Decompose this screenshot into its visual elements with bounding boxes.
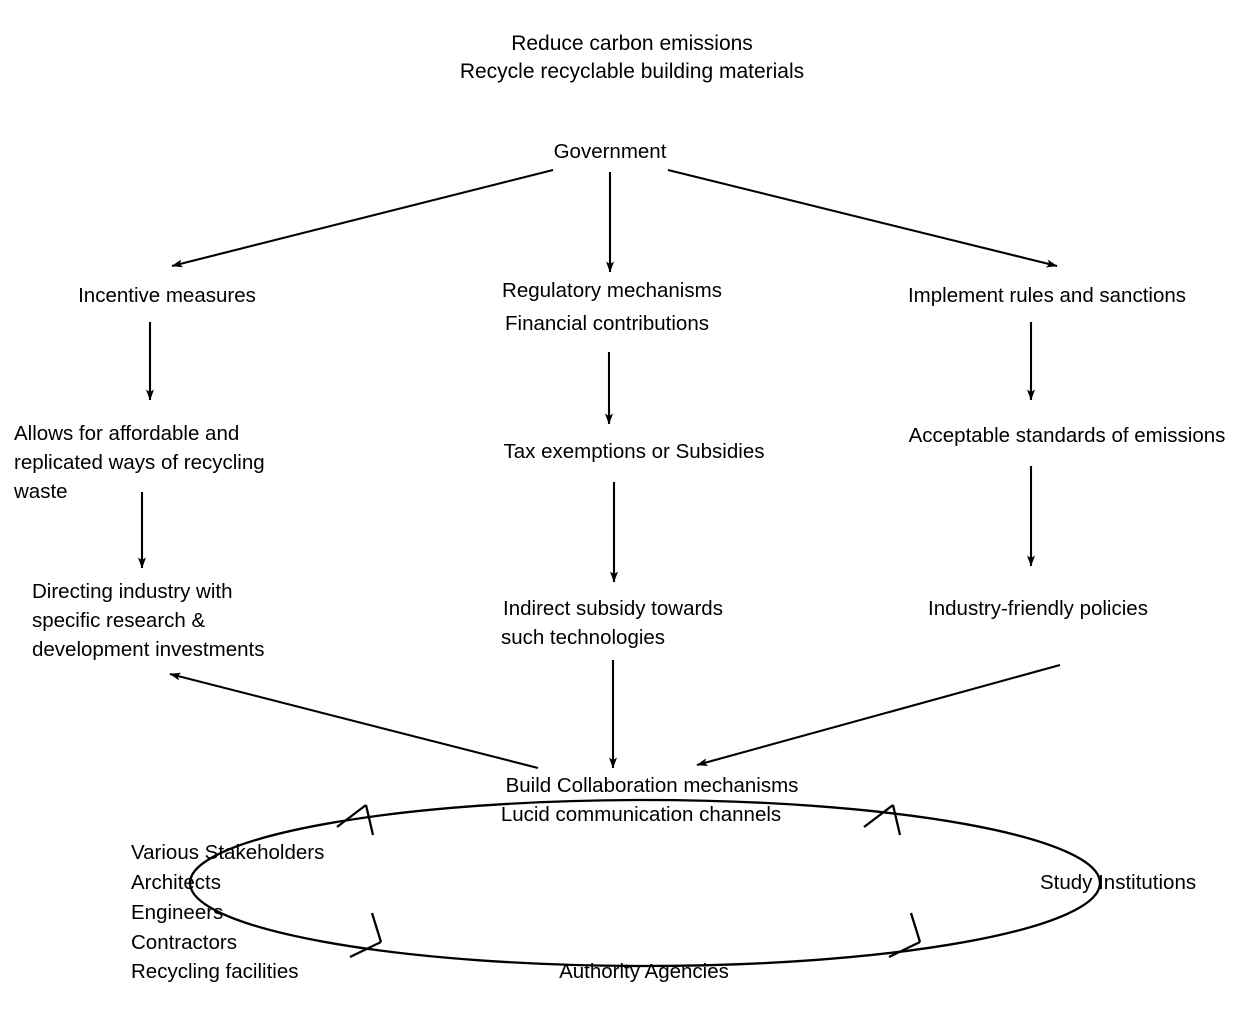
node-directing-industry-line-1: Directing industry with xyxy=(32,580,233,603)
node-regulatory-mechanisms-line-1: Regulatory mechanisms xyxy=(502,279,722,302)
collaboration-cycle-ellipse xyxy=(188,798,1102,968)
node-affordable-recycling-line-2: replicated ways of recycling xyxy=(14,451,265,474)
edge-industry-friendly-to-collaboration xyxy=(696,663,1061,767)
cycle-arrow-bottom-left-lower xyxy=(349,940,382,959)
node-affordable-recycling-line-3: waste xyxy=(13,480,68,503)
node-affordable-recycling-line-1: Allows for affordable and xyxy=(14,422,239,445)
node-regulatory-mechanisms-line-2: Financial contributions xyxy=(505,312,709,335)
node-tax-exemptions: Tax exemptions or Subsidies xyxy=(504,440,765,463)
cycle-arrow-top-right-lower xyxy=(863,804,894,828)
cycle-arrow-top-left-lower xyxy=(336,804,367,828)
cycle-arrow-bottom-right-lower xyxy=(888,940,921,959)
node-incentive-measures: Incentive measures xyxy=(78,284,256,307)
cycle-arrow-top-left-upper xyxy=(364,804,375,836)
node-build-collaboration-line-2: Lucid communication channels xyxy=(501,803,781,826)
node-indirect-subsidy-line-1: Indirect subsidy towards xyxy=(503,597,723,620)
cycle-arrow-bottom-right-upper xyxy=(909,912,922,943)
cycle-stakeholder-line-1: Various Stakeholders xyxy=(131,841,324,864)
cycle-arrow-bottom-left-upper xyxy=(370,912,383,943)
edge-government-to-implement xyxy=(667,168,1058,268)
cycle-stakeholder-line-2: Architects xyxy=(131,871,221,894)
cycle-stakeholder-line-3: Engineers xyxy=(131,901,223,924)
edge-government-to-incentive xyxy=(171,168,554,268)
node-build-collaboration-line-1: Build Collaboration mechanisms xyxy=(506,774,799,797)
node-industry-friendly: Industry-friendly policies xyxy=(928,597,1148,620)
node-directing-industry-line-3: development investments xyxy=(32,638,264,661)
node-acceptable-standards: Acceptable standards of emissions xyxy=(909,424,1226,447)
title-line-2: Recycle recyclable building materials xyxy=(460,60,804,83)
node-directing-industry-line-2: specific research & xyxy=(32,609,206,632)
cycle-label-study-institutions: Study Institutions xyxy=(1040,871,1196,894)
cycle-stakeholder-line-4: Contractors xyxy=(131,931,237,954)
node-indirect-subsidy-line-2: such technologies xyxy=(501,626,665,649)
node-implement-rules: Implement rules and sanctions xyxy=(908,284,1186,307)
node-government: Government xyxy=(554,140,667,163)
cycle-stakeholder-line-5: Recycling facilities xyxy=(131,960,298,983)
title-line-1: Reduce carbon emissions xyxy=(511,32,753,55)
cycle-label-authority-agencies: Authority Agencies xyxy=(559,960,729,983)
cycle-arrow-top-right-upper xyxy=(891,804,902,836)
edge-collaboration-to-directing-industry xyxy=(169,672,539,770)
